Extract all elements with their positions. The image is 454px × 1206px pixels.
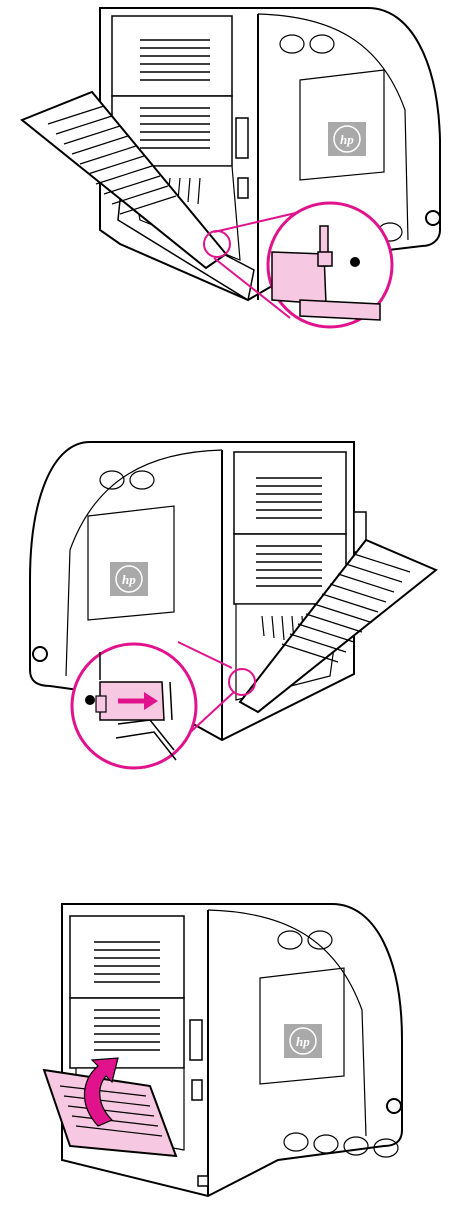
step-2-illustration: hp bbox=[0, 420, 454, 780]
step-3-illustration: hp bbox=[0, 880, 454, 1206]
close-door-curved-arrow-icon bbox=[0, 880, 454, 1206]
magnifier-callout-icon bbox=[0, 0, 454, 360]
magnifier-callout-icon bbox=[0, 420, 454, 780]
step-1-illustration: hp bbox=[0, 0, 454, 360]
